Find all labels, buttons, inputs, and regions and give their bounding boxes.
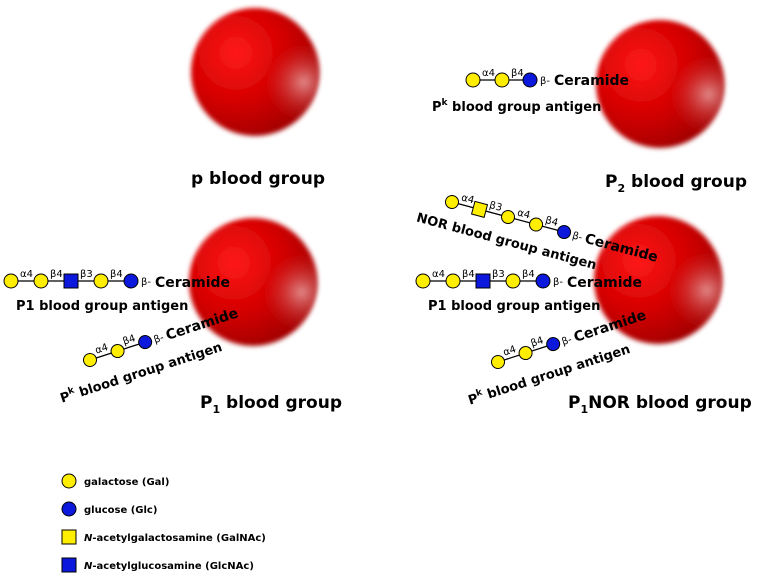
galactose-icon [445,195,459,209]
svg-text:β4: β4 [462,269,475,280]
svg-text:Ceramide: Ceramide [155,275,230,291]
svg-text:α4: α4 [516,207,531,221]
svg-text:β3: β3 [492,269,505,280]
p1-antigen-p1: α4 β4 β3 β4 β- Ceramide P1 blood group a… [3,269,230,314]
glucose-icon [535,273,551,289]
svg-text:galactose (Gal): galactose (Gal) [84,477,169,488]
svg-text:β4: β4 [110,269,123,280]
svg-text:β3: β3 [488,200,503,214]
title-p1nor-blood-group: P1NOR blood group [568,393,752,416]
cell-p2 [596,20,724,148]
title-p-blood-group: p blood group [191,169,325,189]
galactose-icon [529,217,544,232]
galactose-icon [93,273,109,289]
svg-text:α4: α4 [432,269,445,280]
cell-p1nor [594,216,722,344]
p1-antigen-label: P1 blood group antigen [428,299,600,314]
galactose-icon [110,344,125,359]
galactose-icon [3,273,19,289]
svg-text:β4: β4 [121,333,137,347]
legend-item-galnac: N-acetylgalactosamine (GalNAc) [61,529,266,545]
p1-antigen-p1nor: α4 β4 β3 β4 β- Ceramide P1 blood group a… [415,269,642,314]
svg-text:α4: α4 [502,344,518,358]
cell-p [191,8,319,136]
title-p1-blood-group: P1 blood group [200,393,342,416]
glcnac-icon [63,273,79,289]
title-p2-blood-group: P2 blood group [605,172,747,195]
svg-text:β-: β- [141,277,151,288]
svg-text:Ceramide: Ceramide [554,73,629,89]
svg-text:β4: β4 [511,68,524,79]
glucose-icon [138,335,153,350]
svg-text:α4: α4 [482,68,495,79]
p1-antigen-label: P1 blood group antigen [16,299,188,314]
pk-antigen-label: Pk blood group antigen [432,98,601,115]
svg-text:N-acetylglucosamine (GlcNAc): N-acetylglucosamine (GlcNAc) [84,561,254,572]
cell-p1 [189,218,317,346]
pk-antigen-p2: α4 β4 β- Ceramide Pk blood group antigen [432,68,629,115]
svg-text:β-: β- [540,76,550,87]
svg-text:β4: β4 [529,335,545,349]
svg-text:β4: β4 [544,215,559,229]
svg-text:β-: β- [152,332,165,346]
galactose-icon [494,72,510,88]
legend-item-glcnac: N-acetylglucosamine (GlcNAc) [61,557,254,573]
svg-text:β3: β3 [80,269,93,280]
galactose-icon [505,273,521,289]
galactose-icon [491,355,505,369]
glucose-icon [123,273,139,289]
galactose-icon [501,210,516,225]
svg-text:β-: β- [560,334,573,348]
glcnac-icon [475,273,491,289]
svg-text:β-: β- [571,230,584,243]
galnac-icon [61,529,77,545]
galactose-icon [465,72,481,88]
svg-text:Ceramide: Ceramide [567,275,642,291]
svg-text:α4: α4 [20,269,33,280]
galactose-icon [518,346,533,361]
glcnac-icon [61,557,77,573]
glucose-icon [522,72,538,88]
glucose-icon [61,501,77,517]
svg-text:β-: β- [553,277,563,288]
galactose-icon [61,473,77,489]
svg-text:glucose (Glc): glucose (Glc) [84,505,157,516]
legend: galactose (Gal) glucose (Glc) N-acetylga… [61,473,266,573]
glucose-icon [546,337,561,352]
svg-text:α4: α4 [94,342,110,356]
pk-antigen-p1: α4 β4 β- Ceramide Pk blood group antigen [58,305,240,406]
galactose-icon [415,273,431,289]
svg-text:α4: α4 [460,192,475,206]
galnac-icon [470,200,489,218]
galactose-icon [83,353,97,367]
svg-text:β4: β4 [50,269,63,280]
legend-item-galactose: galactose (Gal) [61,473,169,489]
glucose-icon [557,225,572,240]
galactose-icon [33,273,49,289]
svg-text:N-acetylgalactosamine (GalNAc): N-acetylgalactosamine (GalNAc) [84,533,266,544]
legend-item-glucose: glucose (Glc) [61,501,157,517]
svg-text:β4: β4 [522,269,535,280]
galactose-icon [445,273,461,289]
